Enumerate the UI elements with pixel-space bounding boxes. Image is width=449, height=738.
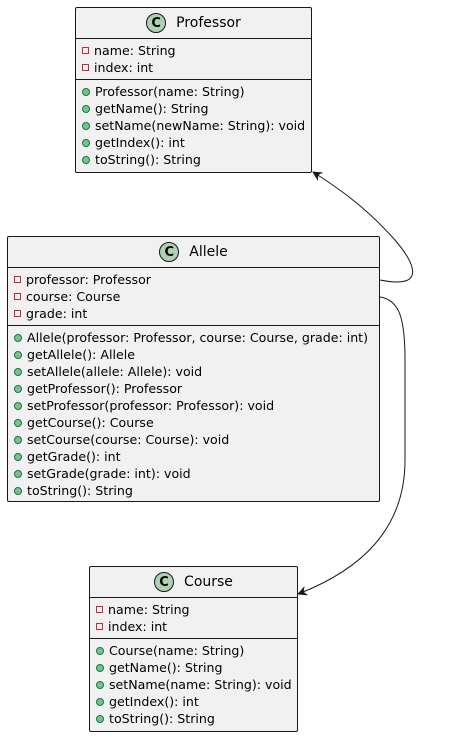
attribute-row: course: Course [8,288,379,305]
class-course: C Course name: String index: int Course(… [89,566,298,732]
class-header: C Professor [76,8,311,39]
method-row: getName(): String [76,100,311,117]
attribute-row: index: int [76,59,311,76]
public-marker-icon [96,714,104,723]
method-row: setName(newName: String): void [76,117,311,134]
method-row: setGrade(grade: int): void [8,465,379,482]
public-marker-icon [82,138,90,147]
attribute-row: grade: int [8,305,379,322]
method-row: setName(name: String): void [90,676,297,693]
public-marker-icon [14,384,22,393]
private-marker-icon [82,47,89,54]
attributes-section: name: String index: int [76,39,311,80]
class-name: Course [184,574,233,590]
public-marker-icon [14,350,22,359]
class-header: C Allele [8,237,379,268]
public-marker-icon [82,104,90,113]
class-name: Professor [176,15,241,31]
method-row: setProfessor(professor: Professor): void [8,397,379,414]
methods-section: Course(name: String) getName(): String s… [90,639,297,730]
class-badge-icon: C [159,242,180,262]
public-marker-icon [14,452,22,461]
methods-section: Allele(professor: Professor, course: Cou… [8,326,379,502]
attributes-section: professor: Professor course: Course grad… [8,268,379,326]
class-badge-icon: C [154,572,175,592]
attribute-row: index: int [90,618,297,635]
method-row: Course(name: String) [90,642,297,659]
public-marker-icon [14,418,22,427]
public-marker-icon [14,435,22,444]
public-marker-icon [82,155,90,164]
method-row: Allele(professor: Professor, course: Cou… [8,329,379,346]
class-badge-icon: C [146,13,167,33]
public-marker-icon [96,697,104,706]
method-row: getProfessor(): Professor [8,380,379,397]
public-marker-icon [14,401,22,410]
public-marker-icon [14,469,22,478]
public-marker-icon [96,663,104,672]
public-marker-icon [96,646,104,655]
method-row: getAllele(): Allele [8,346,379,363]
public-marker-icon [96,680,104,689]
association-allele-to-course [297,296,406,596]
method-row: setAllele(allele: Allele): void [8,363,379,380]
private-marker-icon [14,276,21,283]
attribute-row: professor: Professor [8,271,379,288]
method-row: getIndex(): int [90,693,297,710]
class-professor: C Professor name: String index: int Prof… [75,7,312,173]
class-header: C Course [90,567,297,598]
method-row: getCourse(): Course [8,414,379,431]
public-marker-icon [14,367,22,376]
class-allele: C Allele professor: Professor course: Co… [7,236,380,502]
association-allele-to-professor [312,171,414,283]
class-name: Allele [189,244,228,260]
public-marker-icon [14,333,22,342]
public-marker-icon [14,486,22,495]
method-row: toString(): String [90,710,297,727]
private-marker-icon [96,606,103,613]
methods-section: Professor(name: String) getName(): Strin… [76,80,311,171]
public-marker-icon [82,87,90,96]
private-marker-icon [82,64,89,71]
method-row: getIndex(): int [76,134,311,151]
attributes-section: name: String index: int [90,598,297,639]
attribute-row: name: String [90,601,297,618]
private-marker-icon [14,310,21,317]
method-row: toString(): String [76,151,311,168]
method-row: setCourse(course: Course): void [8,431,379,448]
method-row: getGrade(): int [8,448,379,465]
method-row: getName(): String [90,659,297,676]
attribute-row: name: String [76,42,311,59]
private-marker-icon [14,293,21,300]
private-marker-icon [96,623,103,630]
method-row: toString(): String [8,482,379,499]
method-row: Professor(name: String) [76,83,311,100]
public-marker-icon [82,121,90,130]
